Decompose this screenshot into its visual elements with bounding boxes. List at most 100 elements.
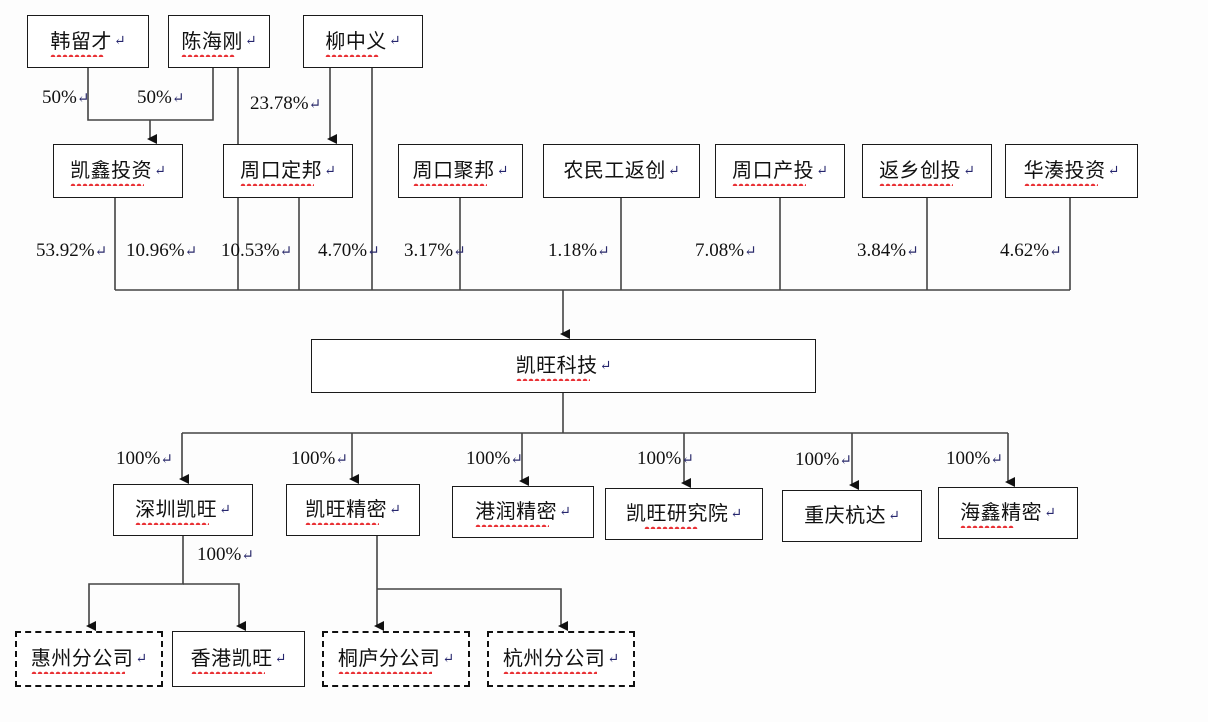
percent-value: 1.18% bbox=[548, 240, 598, 261]
wire-jingmi-to-hangzhou bbox=[377, 588, 568, 631]
percent-value: 53.92% bbox=[36, 240, 95, 261]
percent-value: 3.17% bbox=[404, 240, 454, 261]
node-shareholder-han[interactable]: 韩留才↵ bbox=[27, 15, 149, 68]
paragraph-mark-icon: ↵ bbox=[963, 163, 975, 179]
percent-value: 100% bbox=[466, 448, 511, 469]
percent-value: 7.08% bbox=[695, 240, 745, 261]
percent-value: 50% bbox=[42, 87, 77, 108]
percent-label-core-jingmi: 100%↵ bbox=[291, 448, 348, 469]
percent-label-nongmingong-core: 1.18%↵ bbox=[548, 240, 610, 261]
node-subsidiary-haixin[interactable]: 海鑫精密↵ bbox=[938, 487, 1078, 539]
paragraph-mark-icon: ↵ bbox=[816, 163, 828, 179]
node-label: 海鑫精密 bbox=[960, 502, 1043, 528]
paragraph-mark-icon: ↵ bbox=[730, 506, 743, 522]
node-holding-kaixin[interactable]: 凯鑫投资↵ bbox=[53, 144, 183, 198]
node-shareholder-chen[interactable]: 陈海刚↵ bbox=[168, 15, 270, 68]
node-subsidiary-chongqing[interactable]: 重庆杭达↵ bbox=[782, 490, 922, 542]
paragraph-mark-icon: ↵ bbox=[1044, 505, 1056, 521]
node-holding-dingbang[interactable]: 周口定邦↵ bbox=[223, 144, 353, 198]
percent-label-jubang-core: 3.17%↵ bbox=[404, 240, 466, 261]
paragraph-mark-icon: ↵ bbox=[274, 651, 287, 667]
percent-value: 100% bbox=[946, 448, 991, 469]
node-label: 凯旺科技 bbox=[515, 355, 598, 381]
paragraph-mark-icon: ↵ bbox=[496, 163, 509, 179]
node-label: 惠州分公司 bbox=[30, 648, 134, 674]
percent-label-core-shenzhen: 100%↵ bbox=[116, 448, 173, 469]
percent-value: 100% bbox=[197, 544, 242, 565]
percent-label-chen-kaixin: 50%↵ bbox=[137, 87, 185, 108]
node-holding-hualing[interactable]: 华湊投资↵ bbox=[1005, 144, 1138, 198]
node-label: 桐庐分公司 bbox=[337, 648, 441, 674]
percent-label-core-haixin: 100%↵ bbox=[946, 448, 1003, 469]
paragraph-mark-icon: ↵ bbox=[244, 34, 257, 49]
paragraph-mark-icon: ↵ bbox=[1107, 163, 1120, 179]
percent-label-chantou-core: 7.08%↵ bbox=[695, 240, 757, 261]
node-label: 重庆杭达 bbox=[804, 505, 887, 527]
paragraph-mark-icon: ↵ bbox=[599, 358, 612, 374]
paragraph-mark-icon: ↵ bbox=[113, 34, 126, 49]
node-label: 港润精密 bbox=[475, 501, 558, 527]
paragraph-mark-icon: ↵ bbox=[389, 502, 401, 518]
node-shareholder-liu[interactable]: 柳中义↵ bbox=[303, 15, 423, 68]
percent-value: 100% bbox=[637, 448, 682, 469]
paragraph-mark-icon: ↵ bbox=[442, 651, 455, 667]
percent-value: 4.62% bbox=[1000, 240, 1050, 261]
percent-value: 100% bbox=[795, 449, 840, 470]
node-branch-hongkong[interactable]: 香港凯旺↵ bbox=[172, 631, 305, 687]
percent-value: 10.53% bbox=[221, 240, 280, 261]
percent-label-shenzhen-branch: 100%↵ bbox=[197, 544, 254, 565]
node-label: 深圳凯旺 bbox=[135, 499, 218, 525]
percent-label-core-gangrun: 100%↵ bbox=[466, 448, 523, 469]
node-holding-nongmingong[interactable]: 农民工返创↵ bbox=[543, 144, 700, 198]
node-branch-tonglu[interactable]: 桐庐分公司↵ bbox=[322, 631, 470, 687]
paragraph-mark-icon: ↵ bbox=[559, 504, 571, 520]
percent-value: 23.78% bbox=[250, 93, 309, 114]
node-label: 凯鑫投资 bbox=[70, 160, 153, 186]
paragraph-mark-icon: ↵ bbox=[135, 651, 148, 667]
node-subsidiary-yanjiuyuan[interactable]: 凯旺研究院↵ bbox=[605, 488, 763, 540]
node-label: 香港凯旺 bbox=[190, 648, 273, 674]
node-subsidiary-gangrun[interactable]: 港润精密↵ bbox=[452, 486, 594, 538]
node-label: 农民工返创 bbox=[563, 160, 666, 182]
node-label: 柳中义 bbox=[325, 30, 387, 57]
node-subsidiary-shenzhen[interactable]: 深圳凯旺↵ bbox=[113, 484, 253, 536]
percent-value: 100% bbox=[291, 448, 336, 469]
node-label: 周口聚邦 bbox=[412, 160, 495, 186]
node-label: 杭州分公司 bbox=[502, 648, 606, 674]
paragraph-mark-icon: ↵ bbox=[219, 502, 231, 518]
node-core-kaiwang[interactable]: 凯旺科技↵ bbox=[311, 339, 816, 393]
percent-label-kaixin-core: 53.92%↵ bbox=[36, 240, 108, 261]
node-label: 陈海刚 bbox=[181, 30, 243, 57]
node-label: 韩留才 bbox=[50, 30, 112, 57]
paragraph-mark-icon: ↵ bbox=[888, 508, 900, 524]
percent-label-fanxiang-core: 3.84%↵ bbox=[857, 240, 919, 261]
percent-label-liu-core: 4.70%↵ bbox=[318, 240, 380, 261]
wire-shenzhen-to-hongkong bbox=[183, 583, 246, 631]
node-holding-chantou[interactable]: 周口产投↵ bbox=[715, 144, 845, 198]
node-subsidiary-jingmi[interactable]: 凯旺精密↵ bbox=[286, 484, 420, 536]
node-label: 凯旺精密 bbox=[305, 499, 388, 525]
node-label: 凯旺研究院 bbox=[625, 503, 729, 529]
paragraph-mark-icon: ↵ bbox=[154, 163, 166, 179]
percent-value: 4.70% bbox=[318, 240, 368, 261]
node-label: 返乡创投 bbox=[879, 160, 962, 186]
percent-value: 50% bbox=[137, 87, 172, 108]
node-holding-fanxiang[interactable]: 返乡创投↵ bbox=[862, 144, 992, 198]
node-branch-hangzhou[interactable]: 杭州分公司↵ bbox=[487, 631, 635, 687]
node-branch-huizhou[interactable]: 惠州分公司↵ bbox=[15, 631, 163, 687]
node-label: 周口定邦 bbox=[240, 160, 323, 186]
paragraph-mark-icon: ↵ bbox=[324, 163, 336, 179]
node-label: 周口产投 bbox=[732, 160, 815, 186]
percent-label-chen-core: 10.96%↵ bbox=[126, 240, 198, 261]
paragraph-mark-icon: ↵ bbox=[667, 163, 680, 179]
percent-label-han-kaixin: 50%↵ bbox=[42, 87, 90, 108]
percent-label-liu-dingbang: 23.78%↵ bbox=[250, 93, 322, 114]
percent-value: 100% bbox=[116, 448, 161, 469]
percent-label-dingbang-core: 10.53%↵ bbox=[221, 240, 293, 261]
percent-label-core-yanjiuyuan: 100%↵ bbox=[637, 448, 694, 469]
percent-value: 3.84% bbox=[857, 240, 907, 261]
node-holding-jubang[interactable]: 周口聚邦↵ bbox=[398, 144, 523, 198]
percent-label-core-chongqing: 100%↵ bbox=[795, 449, 852, 470]
